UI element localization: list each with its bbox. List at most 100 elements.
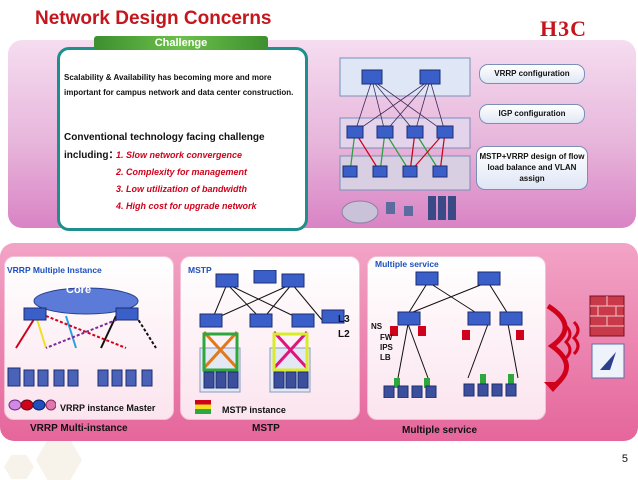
layer-label-l3: L3 (338, 314, 350, 325)
vrrp-footer: VRRP Multi-instance (30, 423, 128, 434)
decorative-hexagon (36, 440, 82, 480)
aggregation-switch-icon (346, 125, 364, 139)
switch-icon (467, 311, 491, 326)
server-icon (463, 383, 475, 397)
server-icon (37, 369, 49, 387)
aggregation-switch-icon (406, 125, 424, 139)
switch-icon (321, 309, 345, 324)
server-icon (505, 383, 517, 397)
firewall-icon (516, 330, 524, 340)
multi-service-panel-header: Multiple service (375, 259, 439, 269)
switch-icon (281, 273, 305, 288)
server-icon (215, 371, 227, 389)
core-label: Core (66, 284, 92, 296)
cloud-icon (341, 200, 379, 224)
aggregation-switch-icon (436, 125, 454, 139)
server-icon (428, 196, 436, 220)
server-icon (97, 369, 109, 387)
server-icon (227, 371, 239, 389)
challenge-item: 4. High cost for upgrade network (116, 201, 257, 211)
multi-service-footer: Multiple service (402, 425, 478, 436)
switch-icon (115, 307, 139, 321)
switch-icon (199, 313, 223, 328)
server-icon (273, 371, 285, 389)
challenge-paragraph: Scalability & Availability has becoming … (64, 73, 294, 97)
pc-icon (404, 206, 413, 216)
page-title: Network Design Concerns (35, 8, 272, 29)
server-icon (411, 385, 423, 398)
server-icon (438, 196, 446, 220)
firewall-icon (462, 330, 470, 340)
access-switch-icon (402, 165, 418, 178)
challenge-tab: Challenge (94, 36, 268, 50)
core-layer-box (339, 57, 471, 97)
service-label-ns: NS (371, 322, 383, 331)
server-icon (297, 371, 309, 389)
server-icon (397, 385, 409, 398)
challenge-heading-cont: including： (64, 150, 119, 161)
switch-icon (499, 311, 523, 326)
mstp-legend-label: MSTP instance (222, 405, 286, 415)
curved-arrow-icon (546, 303, 569, 388)
mstp-footer: MSTP (252, 423, 280, 434)
firewall-arrow-graphic (544, 295, 625, 392)
switch-icon (477, 271, 501, 286)
server-icon (53, 369, 65, 387)
service-label-lb: LB (380, 353, 391, 362)
challenge-item: 3. Low utilization of bandwidth (116, 184, 247, 194)
service-label-fw: FW (380, 333, 393, 342)
mstp-legend-swatch (195, 400, 211, 414)
pc-icon (386, 202, 395, 214)
core-switch-icon (361, 69, 383, 85)
pill-vrrp-configuration: VRRP configuration (479, 64, 585, 84)
challenge-item: 1. Slow network convergence (116, 150, 243, 160)
switch-icon (397, 311, 421, 326)
access-switch-icon (342, 165, 358, 178)
layer-label-l2: L2 (338, 329, 350, 340)
top-network-diagram (339, 57, 471, 224)
challenge-heading: Conventional technology facing challenge (64, 132, 265, 143)
server-icon (477, 383, 489, 397)
server-icon (141, 369, 153, 387)
challenge-item: 2. Complexity for management (116, 167, 248, 177)
mstp-panel-header: MSTP (188, 265, 212, 275)
server-icon (7, 367, 21, 387)
challenge-list: 1. Slow network convergence 2. Complexit… (116, 147, 306, 215)
server-icon (125, 369, 137, 387)
server-icon (67, 369, 79, 387)
challenge-box (57, 47, 308, 231)
server-icon (491, 383, 503, 397)
switch-icon (253, 270, 277, 284)
vrrp-panel-header: VRRP Multiple Instance (7, 265, 102, 275)
pill-igp-configuration: IGP configuration (479, 104, 585, 124)
switch-icon (23, 307, 47, 321)
pill-mstp-vrrp-design: MSTP+VRRP design of flow load balance an… (476, 146, 588, 190)
switch-icon (215, 273, 239, 288)
server-icon (111, 369, 123, 387)
access-switch-icon (432, 165, 448, 178)
h3c-logo: H3C (540, 16, 587, 41)
core-switch-icon (419, 69, 441, 85)
server-icon (203, 371, 215, 389)
server-icon (448, 196, 456, 220)
switch-icon (249, 313, 273, 328)
server-icon (285, 371, 297, 389)
page-number: 5 (621, 453, 628, 465)
vrrp-diagram (7, 287, 157, 387)
vrrp-subpanel (4, 256, 174, 420)
core-cloud-icon (33, 287, 139, 315)
server-icon (425, 385, 437, 398)
decorative-hexagon (4, 455, 34, 479)
vrrp-legend-label: VRRP instance Master (60, 403, 156, 413)
server-icon (383, 385, 395, 398)
access-switch-icon (372, 165, 388, 178)
firewall-icon (390, 326, 398, 336)
mstp-diagram (199, 270, 345, 393)
firewall-icon (418, 326, 426, 336)
service-label-ips: IPS (380, 343, 393, 352)
switch-icon (415, 271, 439, 286)
vrrp-legend-dots (8, 399, 56, 411)
aggregation-switch-icon (376, 125, 394, 139)
switch-icon (291, 313, 315, 328)
multi-service-diagram (383, 271, 524, 398)
